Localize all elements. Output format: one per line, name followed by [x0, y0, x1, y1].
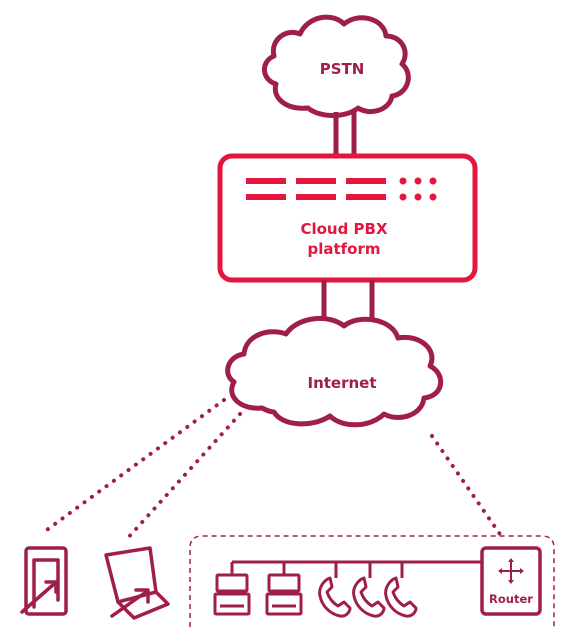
- internet-cloud-icon: [225, 315, 443, 428]
- mobile-connection-line: [42, 398, 226, 534]
- router-icon: [498, 558, 524, 584]
- office-network-boundary: [189, 535, 555, 627]
- router-label: Router: [489, 592, 533, 606]
- pbx-label-line1: Cloud PBX: [300, 220, 388, 238]
- laptop-connection-line: [124, 412, 242, 542]
- pbx-label-line2: platform: [307, 240, 380, 258]
- dotted-connections: [42, 398, 506, 542]
- telephone-handset-icon: [384, 576, 418, 618]
- desktop-computer-icon: [213, 573, 251, 616]
- lan-bus: [230, 560, 482, 578]
- server-rack-icon: [246, 177, 437, 201]
- laptop-icon: [104, 546, 170, 620]
- pstn-cloud-icon: [262, 14, 411, 118]
- internet-label: Internet: [307, 374, 376, 392]
- pbx-platform-box: [217, 153, 478, 283]
- router-connection-line: [430, 434, 506, 542]
- telephone-handset-icon: [318, 576, 352, 618]
- mobile-phone-icon: [20, 546, 68, 616]
- pstn-label: PSTN: [320, 60, 365, 78]
- pstn-pbx-link: [333, 112, 357, 156]
- desktop-computer-icon: [265, 573, 303, 616]
- telephone-handset-icon: [352, 576, 386, 618]
